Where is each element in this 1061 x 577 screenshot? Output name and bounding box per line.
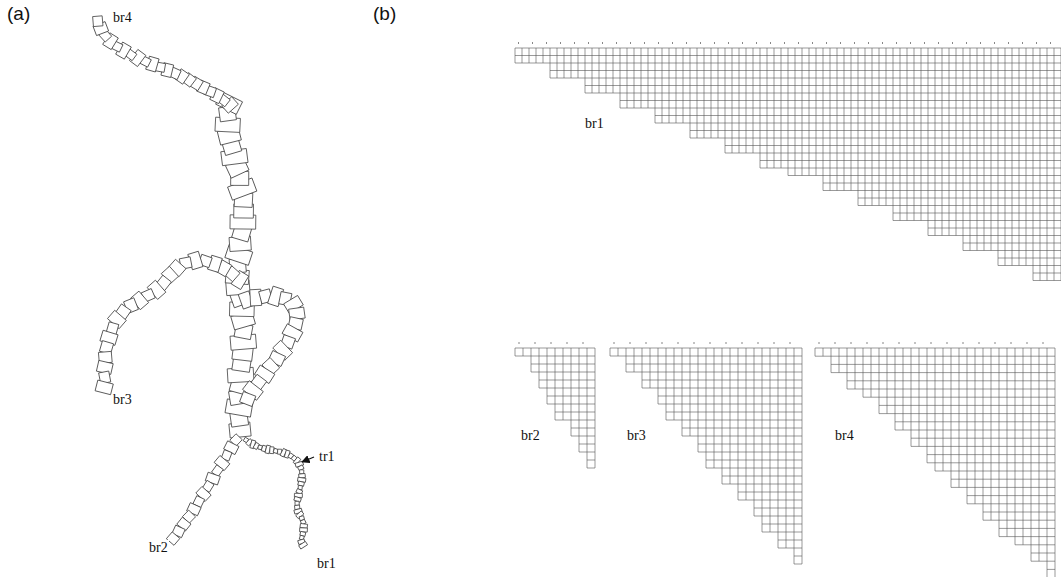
segment-box	[95, 380, 113, 395]
branch-label: br2	[520, 428, 541, 443]
branch-label: tr1	[318, 449, 336, 464]
branch-label: br2	[148, 540, 169, 555]
panel-letter: (b)	[372, 4, 397, 25]
staircase-grid	[610, 342, 802, 564]
segment-box	[299, 541, 308, 549]
branch-label: br3	[112, 392, 133, 407]
molecule-chain	[93, 16, 308, 549]
staircase-grid	[815, 342, 1055, 577]
branch-label: br3	[626, 428, 647, 443]
segment-box	[93, 16, 103, 27]
panel-letter: (a)	[6, 4, 31, 25]
branch-label: br4	[112, 10, 133, 25]
staircase-grid	[515, 342, 595, 468]
staircase-grid	[515, 42, 1061, 281]
branch-label: br4	[834, 428, 855, 443]
branch-label: br1	[316, 556, 337, 571]
branch-label: br1	[584, 116, 605, 131]
leader-arrow	[302, 457, 314, 462]
segment-box	[240, 391, 256, 406]
